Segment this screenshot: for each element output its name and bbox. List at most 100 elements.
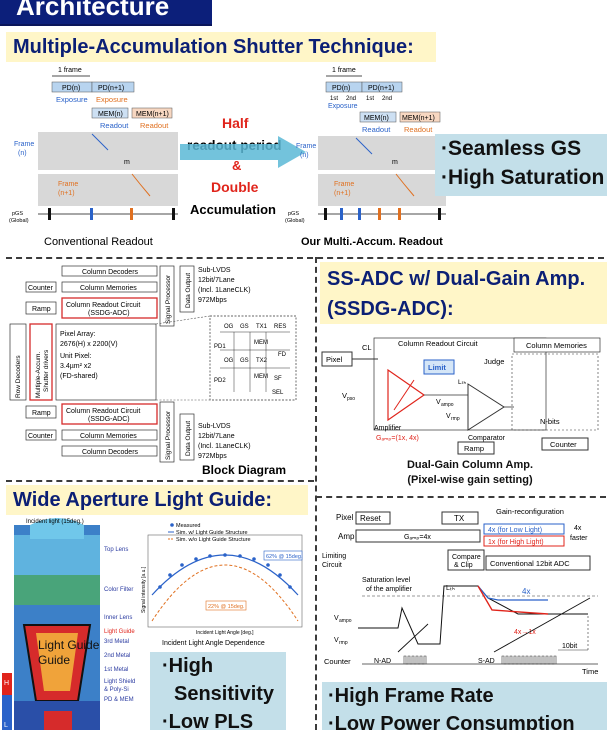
tag-high: ·High bbox=[162, 655, 214, 677]
svg-text:2676(H) x 2200(V): 2676(H) x 2200(V) bbox=[60, 341, 118, 348]
svg-text:(n+1): (n+1) bbox=[334, 190, 351, 197]
svg-text:Light Shield: Light Shield bbox=[104, 679, 135, 685]
svg-text:N-bits: N-bits bbox=[540, 417, 560, 426]
conv-pgs: pGS bbox=[12, 211, 23, 217]
svg-text:pGS: pGS bbox=[288, 211, 299, 217]
svg-text:Column Decoders: Column Decoders bbox=[82, 449, 139, 456]
svg-text:1st Metal: 1st Metal bbox=[104, 667, 128, 673]
svg-text:Shutter drivers: Shutter drivers bbox=[43, 349, 50, 392]
svg-text:H: H bbox=[4, 680, 9, 687]
tag-high-frame-rate: ·High Frame Rate bbox=[328, 685, 494, 707]
svg-text:PD(n+1): PD(n+1) bbox=[368, 85, 394, 92]
svg-text:MEM(n+1): MEM(n+1) bbox=[136, 111, 169, 118]
block-diagram-caption: Block Diagram bbox=[202, 463, 286, 477]
svg-text:10bit: 10bit bbox=[562, 643, 577, 650]
svg-text:Circuit: Circuit bbox=[322, 562, 342, 569]
svg-text:TX: TX bbox=[454, 514, 465, 523]
divider-mid bbox=[315, 257, 317, 730]
svg-text:4x→1x: 4x→1x bbox=[514, 629, 536, 636]
svg-text:Signal Processor: Signal Processor bbox=[165, 410, 172, 460]
svg-text:Data Output: Data Output bbox=[185, 273, 192, 308]
svg-text:Readout: Readout bbox=[362, 125, 391, 134]
amplifier-symbol bbox=[387, 368, 426, 422]
svg-text:Readout: Readout bbox=[404, 125, 433, 134]
svg-text:Light Guide: Light Guide bbox=[38, 638, 100, 652]
ssdg-timing-figure: Pixel Reset TX Gain-reconfiguration Amp … bbox=[322, 507, 598, 676]
svg-text:(Global): (Global) bbox=[285, 218, 305, 224]
svg-text:Gain-reconfiguration: Gain-reconfiguration bbox=[496, 507, 564, 516]
svg-text:MEM(n): MEM(n) bbox=[98, 111, 123, 118]
svg-text:Counter: Counter bbox=[550, 440, 577, 449]
svg-text:Readout: Readout bbox=[100, 121, 129, 130]
svg-text:FD: FD bbox=[278, 352, 287, 358]
svg-text:Measured: Measured bbox=[176, 523, 200, 529]
svg-text:Column Readout Circuit: Column Readout Circuit bbox=[66, 302, 140, 309]
tag-sensitivity: Sensitivity bbox=[174, 683, 275, 705]
svg-text:Color Filter: Color Filter bbox=[104, 587, 133, 593]
svg-text:Column Readout Circuit: Column Readout Circuit bbox=[398, 339, 479, 348]
svg-text:3.4µm² x2: 3.4µm² x2 bbox=[60, 363, 91, 370]
svg-text:PD & MEM: PD & MEM bbox=[104, 697, 134, 703]
tag-high-saturation: ·High Saturation bbox=[441, 166, 605, 189]
ours-timing: 1 frame PD(n) PD(n+1) 1st 2nd 1st 2nd Ex… bbox=[285, 67, 446, 224]
light-guide-figure: Light Guide Guide Incident light (15deg.… bbox=[2, 518, 303, 730]
svg-text:Gₐₘₚ=(1x, 4x): Gₐₘₚ=(1x, 4x) bbox=[376, 435, 419, 442]
svg-text:MEM(n+1): MEM(n+1) bbox=[402, 115, 435, 122]
svg-text:2nd Metal: 2nd Metal bbox=[104, 653, 130, 659]
svg-text:Ramp: Ramp bbox=[32, 410, 51, 417]
svg-text:SEL: SEL bbox=[272, 390, 284, 396]
svg-text:Limit: Limit bbox=[428, 363, 446, 372]
svg-text:1 frame: 1 frame bbox=[332, 67, 356, 74]
svg-text:Lₜₕ: Lₜₕ bbox=[458, 379, 467, 386]
svg-text:& Clip: & Clip bbox=[454, 562, 473, 569]
svg-text:PD(n): PD(n) bbox=[332, 85, 350, 92]
page-title: Architecture bbox=[16, 0, 170, 21]
svg-text:(n): (n) bbox=[300, 152, 309, 159]
svg-text:OG: OG bbox=[224, 358, 234, 364]
svg-text:Ramp: Ramp bbox=[32, 306, 51, 313]
svg-text:Counter: Counter bbox=[28, 433, 54, 440]
conv-mem-n1 bbox=[131, 107, 173, 119]
svg-text:of the amplifier: of the amplifier bbox=[366, 586, 413, 593]
divider-top bbox=[6, 257, 604, 259]
mast-heading: Multiple-Accumulation Shutter Technique: bbox=[6, 32, 436, 62]
svg-text:N-AD: N-AD bbox=[374, 658, 391, 665]
svg-text:Column Decoders: Column Decoders bbox=[82, 269, 139, 276]
svg-text:Readout: Readout bbox=[140, 121, 169, 130]
svg-text:62% @ 15deg.: 62% @ 15deg. bbox=[266, 554, 303, 560]
svg-text:Column Memories: Column Memories bbox=[80, 433, 137, 440]
mast-tags: ·Seamless GS ·High Saturation bbox=[435, 134, 607, 196]
svg-text:Reset: Reset bbox=[360, 514, 382, 523]
svg-text:Gₐₘₚ=4x: Gₐₘₚ=4x bbox=[404, 534, 431, 541]
svg-text:V: V bbox=[342, 391, 347, 400]
title-bar: Architecture bbox=[0, 0, 212, 26]
svg-text:PD2: PD2 bbox=[214, 378, 226, 384]
svg-text:Pixel: Pixel bbox=[326, 355, 343, 364]
svg-text:Counter: Counter bbox=[28, 285, 54, 292]
svg-text:12bit/7Lane: 12bit/7Lane bbox=[198, 277, 235, 284]
footer-tags: ·High Frame Rate ·Low Power Consumption bbox=[322, 682, 607, 730]
svg-text:Column Memories: Column Memories bbox=[526, 341, 587, 350]
svg-text:Conventional 12bit ADC: Conventional 12bit ADC bbox=[490, 559, 570, 568]
svg-text:Time: Time bbox=[582, 667, 598, 676]
svg-text:Amp: Amp bbox=[338, 532, 355, 541]
ssadc-circuit: Pixel CL Column Readout Circuit Column M… bbox=[321, 337, 601, 455]
svg-text:Sim. w/o Light Guide Structure: Sim. w/o Light Guide Structure bbox=[176, 537, 251, 543]
svg-text:TX1: TX1 bbox=[256, 324, 268, 330]
svg-text:Incident Light Angle [deg.]: Incident Light Angle [deg.] bbox=[196, 630, 254, 636]
svg-text:(SSDG-ADC): (SSDG-ADC) bbox=[88, 310, 130, 317]
svg-text:V: V bbox=[446, 413, 451, 420]
svg-text:Judge: Judge bbox=[484, 357, 504, 366]
svg-text:Light Guide: Light Guide bbox=[104, 629, 135, 635]
conv-frame-span: 1 frame bbox=[58, 67, 82, 74]
svg-text:L: L bbox=[4, 722, 8, 729]
svg-text:(n): (n) bbox=[18, 150, 27, 157]
svg-text:m: m bbox=[124, 159, 130, 166]
svg-text:Top Lens: Top Lens bbox=[104, 547, 128, 553]
mast-center-note: Half readout period & Double Accumulatio… bbox=[187, 115, 282, 217]
svg-text:12bit/7Lane: 12bit/7Lane bbox=[198, 433, 235, 440]
svg-text:Ramp: Ramp bbox=[464, 444, 484, 453]
svg-text:& Poly-Si: & Poly-Si bbox=[104, 687, 129, 693]
svg-text:Signal Processor: Signal Processor bbox=[165, 274, 172, 324]
svg-text:OG: OG bbox=[224, 324, 234, 330]
